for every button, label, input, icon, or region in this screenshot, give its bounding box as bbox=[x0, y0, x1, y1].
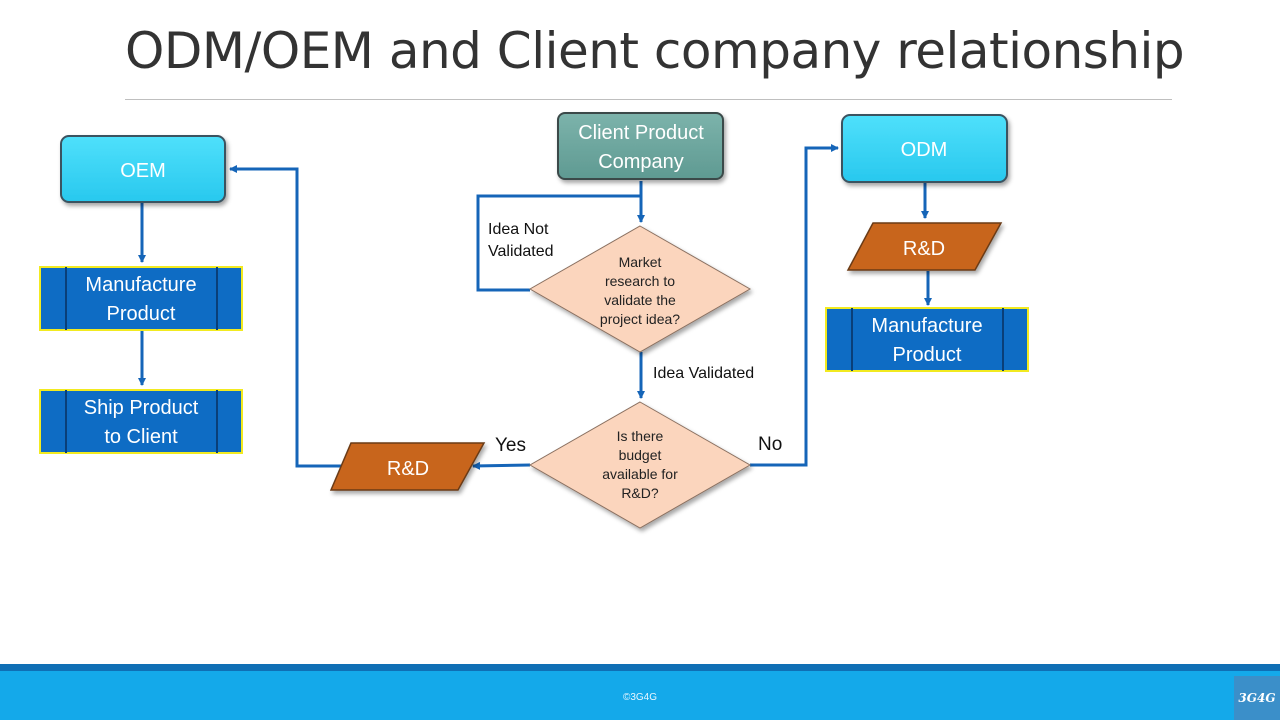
rd-right-label: R&D bbox=[903, 238, 945, 260]
client-node bbox=[557, 112, 724, 180]
budget-line1: Is there bbox=[617, 428, 664, 444]
market-line4: project idea? bbox=[600, 311, 680, 327]
market-line3: validate the bbox=[604, 292, 676, 308]
rd-right-node bbox=[846, 222, 1003, 271]
oem-manufacture-line1: Manufacture bbox=[85, 274, 196, 296]
ship-product-node bbox=[39, 389, 243, 454]
market-line1: Market bbox=[619, 254, 662, 270]
edge-idea-not-validated-loop bbox=[476, 194, 641, 292]
footer-accent-bar bbox=[0, 664, 1280, 671]
odm-label: ODM bbox=[901, 139, 948, 161]
oem-manufacture-line2: Product bbox=[107, 303, 176, 325]
idea-not-validated-line1: Idea Not bbox=[488, 221, 549, 238]
market-line2: research to bbox=[605, 273, 675, 289]
ship-product-line2: to Client bbox=[104, 426, 178, 448]
rd-left-label: R&D bbox=[387, 458, 429, 480]
client-line2: Company bbox=[598, 151, 684, 173]
budget-line4: R&D? bbox=[621, 485, 659, 501]
budget-line2: budget bbox=[619, 447, 662, 463]
budget-node bbox=[528, 401, 752, 529]
client-line1: Client Product bbox=[578, 122, 704, 144]
idea-not-validated-line2: Validated bbox=[488, 243, 554, 260]
slide-title: ODM/OEM and Client company relationship bbox=[125, 22, 1185, 80]
ship-product-line1: Ship Product bbox=[84, 397, 199, 419]
odm-manufacture-line1: Manufacture bbox=[871, 315, 982, 337]
oem-node bbox=[60, 135, 226, 203]
flowchart: OEM Manufacture Product Ship Product to … bbox=[39, 112, 1029, 529]
brand-logo: 3G4G bbox=[1234, 676, 1280, 720]
idea-validated-label: Idea Validated bbox=[653, 365, 754, 382]
footer-bar bbox=[0, 671, 1280, 720]
edge-rd-left-to-oem bbox=[229, 165, 343, 468]
market-research-node bbox=[528, 225, 752, 353]
odm-manufacture-line2: Product bbox=[893, 344, 962, 366]
yes-label: Yes bbox=[495, 435, 526, 456]
odm-manufacture-node bbox=[825, 307, 1029, 372]
no-label: No bbox=[758, 434, 782, 455]
connectors bbox=[138, 144, 932, 470]
footer-copyright: ©3G4G bbox=[622, 692, 658, 703]
odm-node bbox=[841, 114, 1008, 183]
oem-manufacture-node bbox=[39, 266, 243, 331]
title-divider bbox=[125, 99, 1172, 100]
budget-line3: available for bbox=[602, 466, 678, 482]
edge-budget-to-odm bbox=[750, 144, 839, 467]
rd-left-node bbox=[329, 442, 486, 491]
oem-label: OEM bbox=[120, 160, 166, 182]
edge-budget-to-rd-left bbox=[472, 461, 531, 470]
